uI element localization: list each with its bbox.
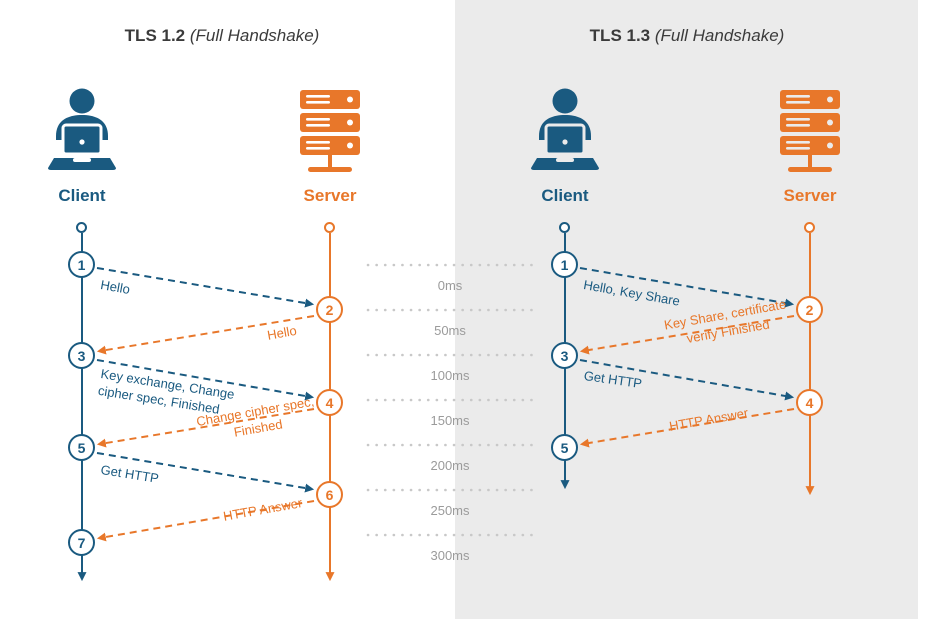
tls13-client-node-5: 5 <box>551 434 578 461</box>
lifeline-start-circle <box>324 222 335 233</box>
tls12-server-node-2: 2 <box>316 296 343 323</box>
tls12-client-node-5: 5 <box>68 434 95 461</box>
tls13-client-node-1: 1 <box>551 251 578 278</box>
time-label-50ms: 50ms <box>434 323 466 338</box>
server-icon <box>300 90 360 172</box>
tls13-server-node-2: 2 <box>796 296 823 323</box>
lifeline-start-circle <box>76 222 87 233</box>
tls12-server-label: Server <box>303 186 357 205</box>
time-label-250ms: 250ms <box>430 503 470 518</box>
lifeline-start-circle <box>559 222 570 233</box>
tls12-client-node-7: 7 <box>68 529 95 556</box>
time-label-150ms: 150ms <box>430 413 470 428</box>
tls13-server-label: Server <box>783 186 837 205</box>
tls12-server-node-4: 4 <box>316 389 343 416</box>
tls12-title-name: TLS 1.2 <box>124 26 186 45</box>
lifeline-start-circle <box>804 222 815 233</box>
tls13-title: TLS 1.3 (Full Handshake) <box>522 26 852 46</box>
tls12-server-node-6: 6 <box>316 481 343 508</box>
tls13-client-label: Client <box>541 186 589 205</box>
message-arrows <box>96 267 795 542</box>
tls12-title: TLS 1.2 (Full Handshake) <box>57 26 387 46</box>
tls13-client-node-3: 3 <box>551 342 578 369</box>
tls12-client-node-1: 1 <box>68 251 95 278</box>
time-label-300ms: 300ms <box>430 548 470 563</box>
tls12-client-label: Client <box>58 186 106 205</box>
client-icon <box>531 88 599 170</box>
tls13-server-node-4: 4 <box>796 389 823 416</box>
tls12-client-node-3: 3 <box>68 342 95 369</box>
client-icon <box>48 88 116 170</box>
tls13-title-name: TLS 1.3 <box>589 26 651 45</box>
server-icon <box>780 90 840 172</box>
time-label-200ms: 200ms <box>430 458 470 473</box>
time-gridlines <box>366 263 534 537</box>
tls13-title-qualifier: (Full Handshake) <box>654 26 785 45</box>
tls12-title-qualifier: (Full Handshake) <box>189 26 320 45</box>
time-label-100ms: 100ms <box>430 368 470 383</box>
time-label-0ms: 0ms <box>437 278 463 293</box>
